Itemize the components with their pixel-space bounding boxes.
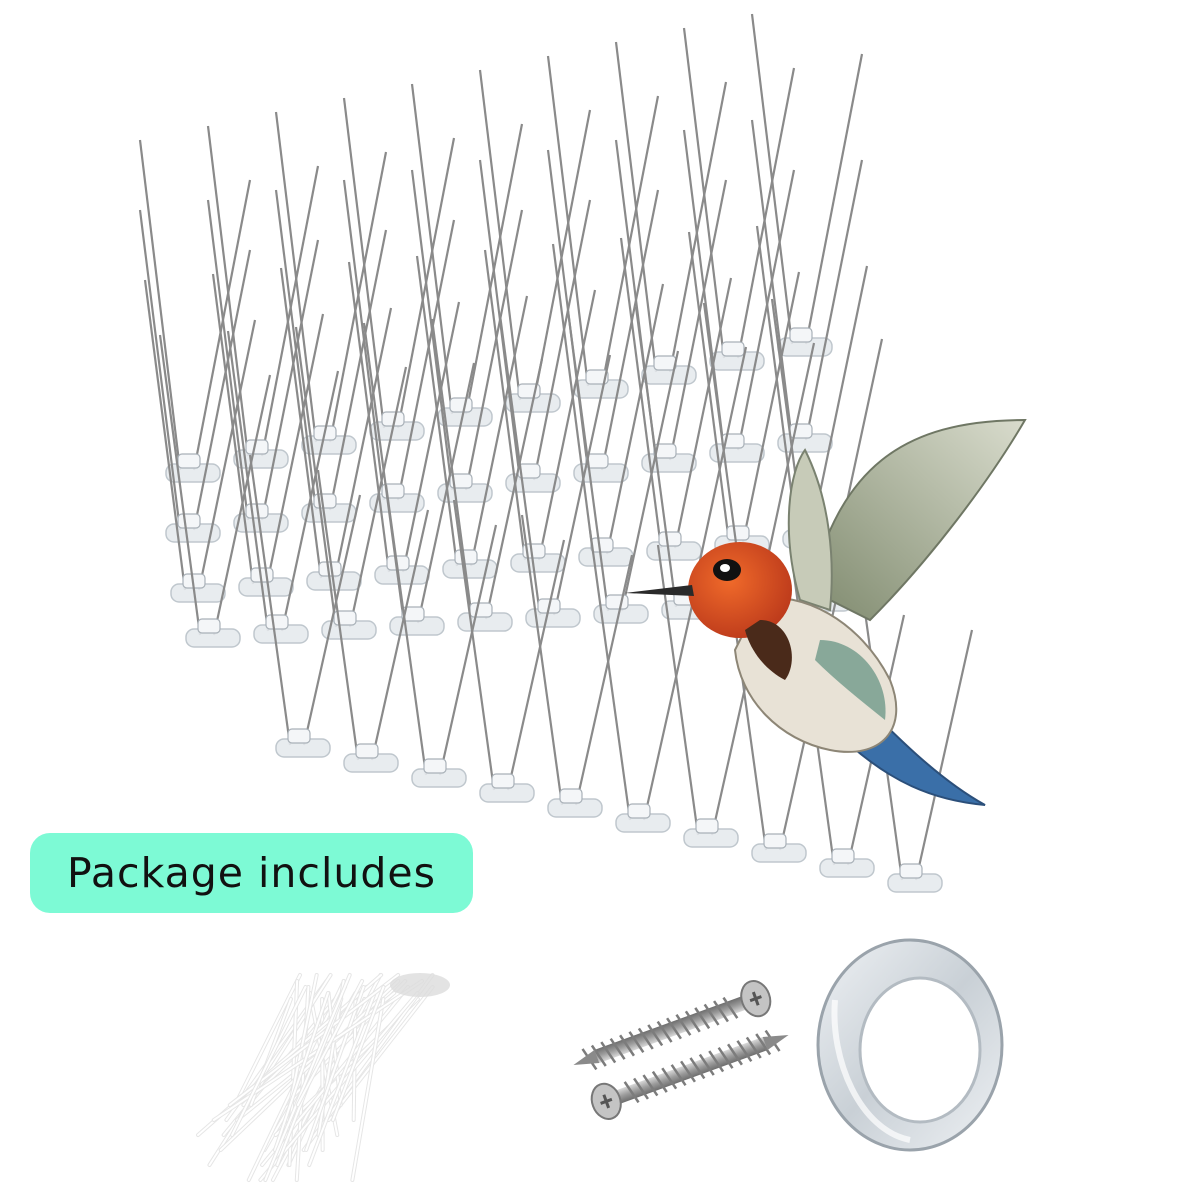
tape-roll-icon [816,938,1004,1152]
spike-strip [143,225,869,603]
screws [573,980,789,1120]
screw-icon [573,980,772,1071]
screw-icon [590,1029,789,1120]
spike-strips [138,13,974,893]
cable-ties-bundle [196,973,450,1182]
package-includes-badge: Package includes [30,833,473,913]
spike-strip [138,13,864,483]
badge-label: Package includes [67,849,436,897]
hummingbird [625,418,1027,806]
